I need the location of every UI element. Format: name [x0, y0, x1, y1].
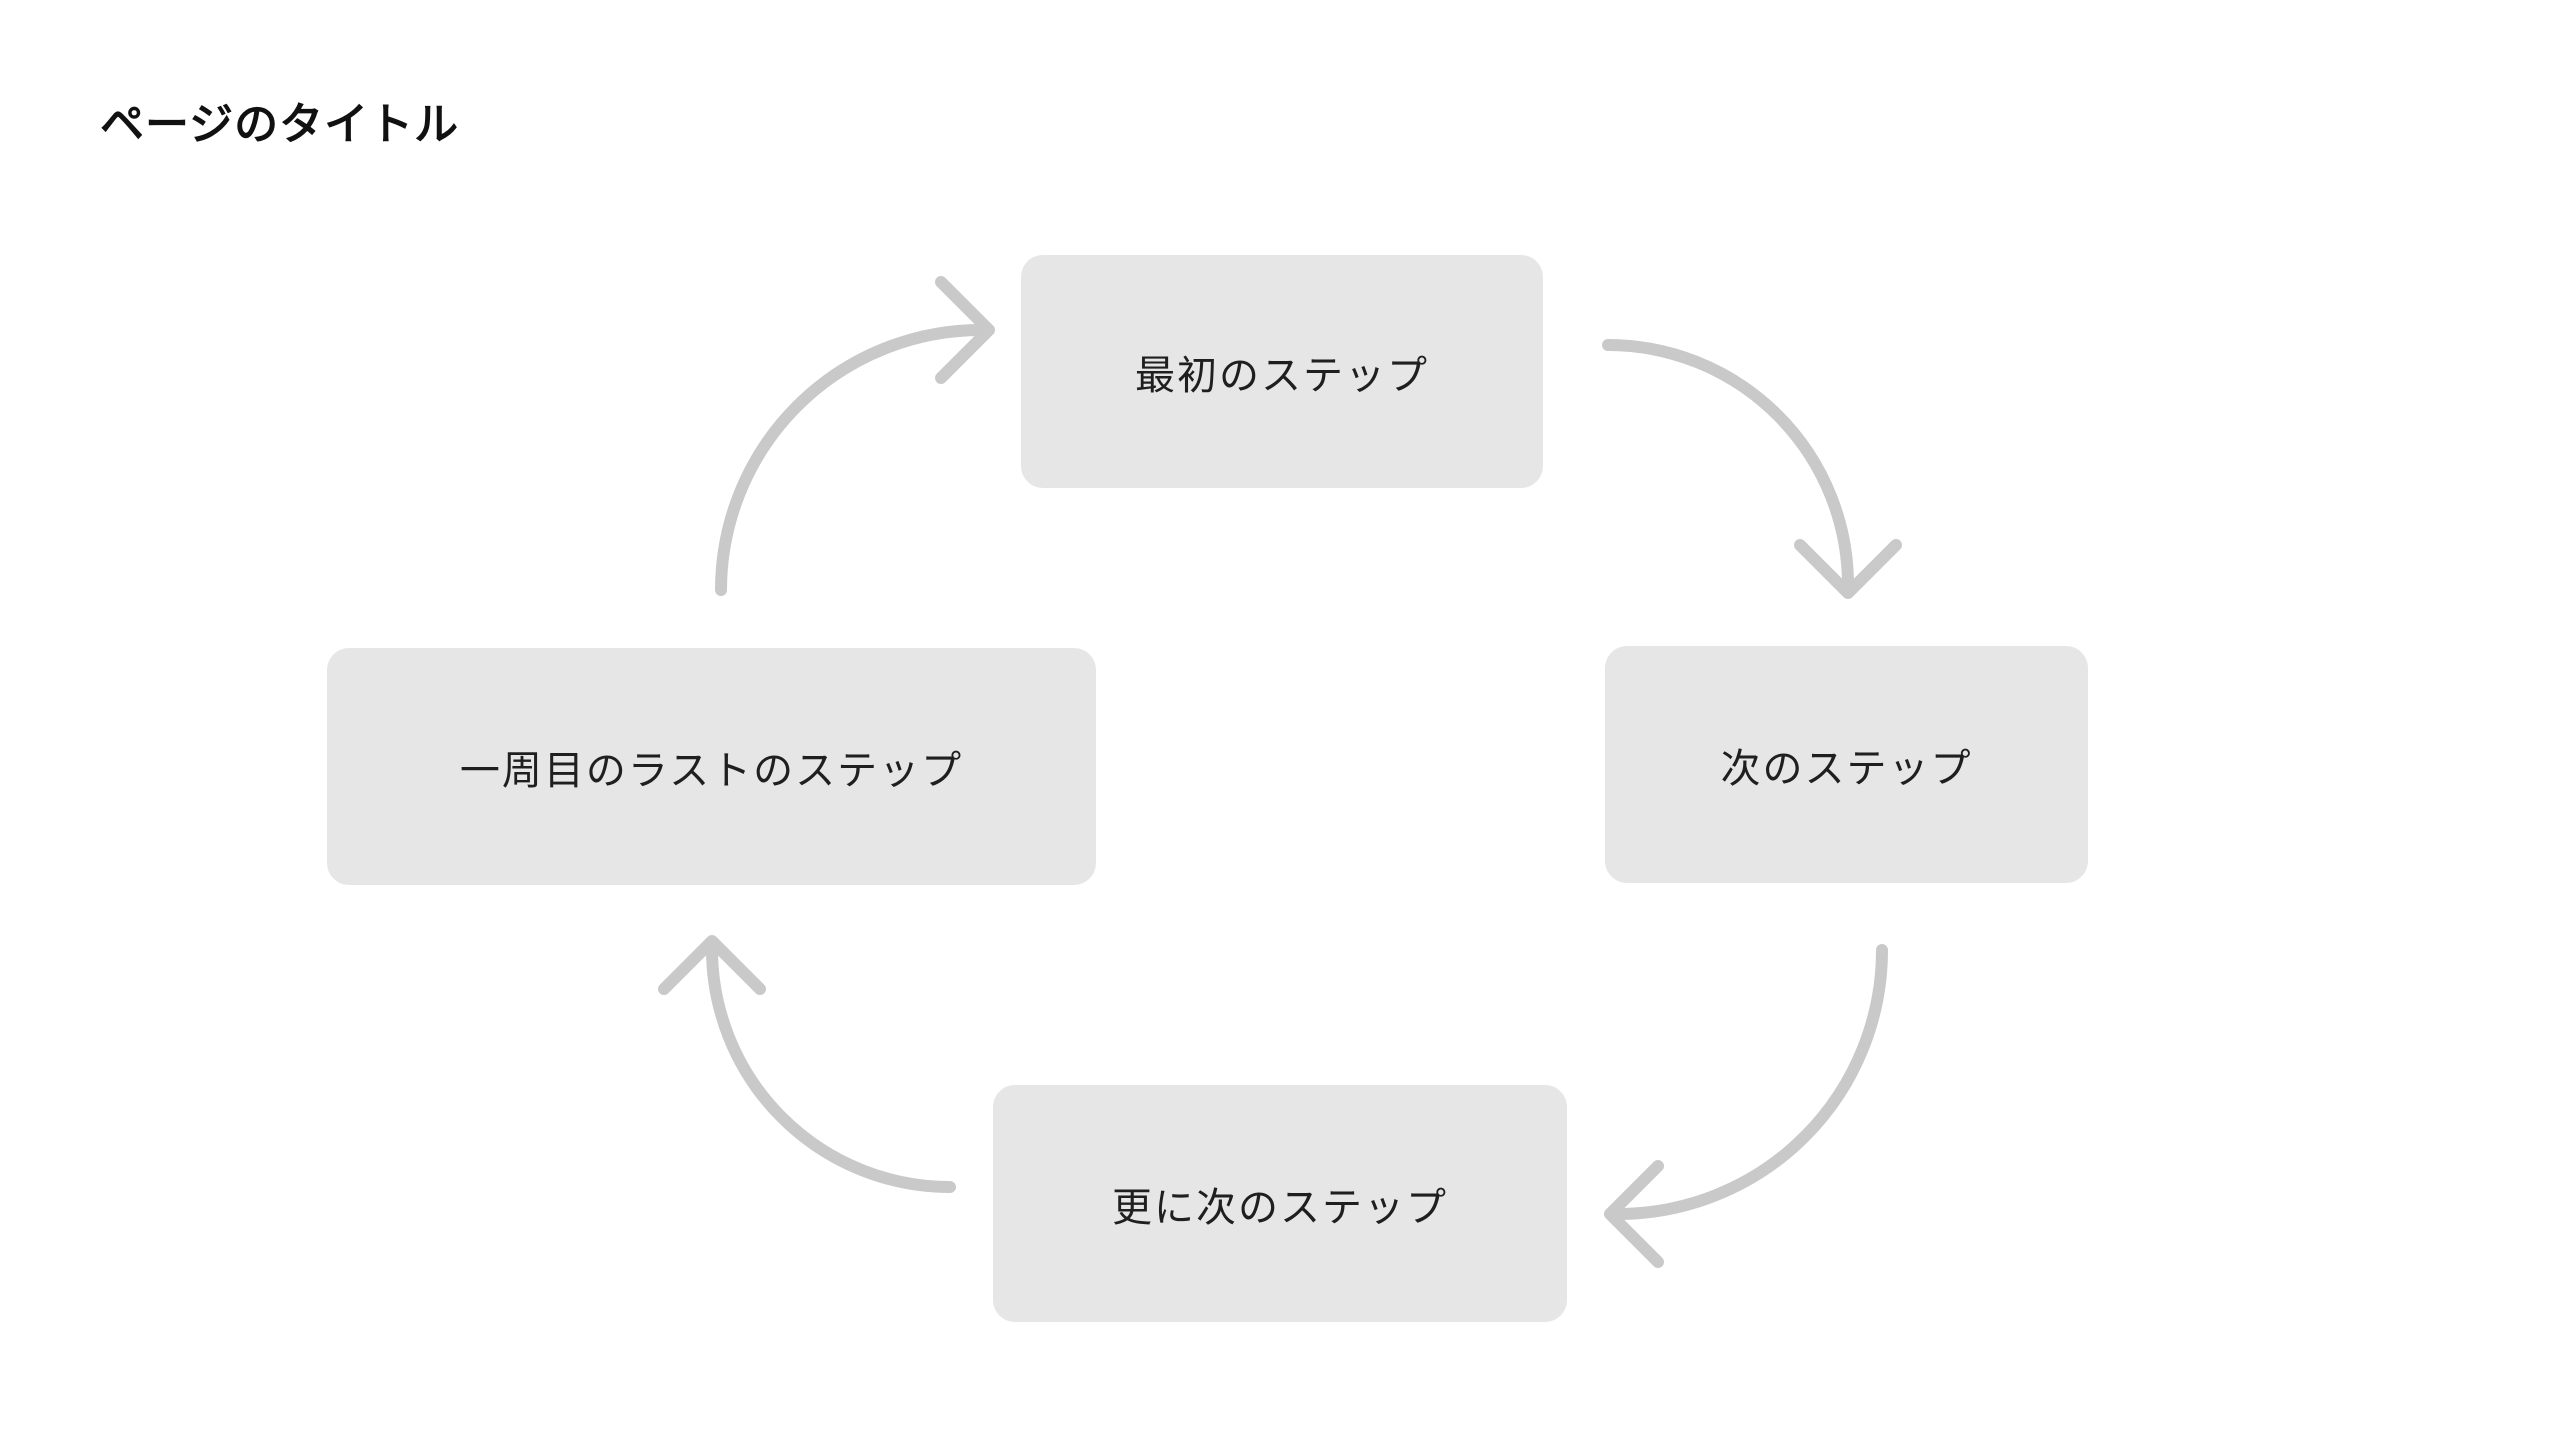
arrowhead-down-icon — [1794, 539, 1902, 599]
cycle-node-next-step[interactable]: 次のステップ — [1605, 646, 2088, 883]
cycle-node-label: 次のステップ — [1720, 746, 1973, 791]
arrowhead-right-icon — [935, 276, 995, 384]
cycle-node-label: 最初のステップ — [1135, 353, 1429, 398]
arrow-top-to-right — [1602, 339, 1902, 599]
arrow-right-to-bottom-curve — [1612, 944, 1888, 1220]
cycle-node-label: 一周目のラストのステップ — [459, 748, 964, 793]
arrow-top-to-right-curve — [1602, 339, 1854, 591]
arrow-bottom-to-left-curve — [706, 943, 956, 1193]
cycle-node-last-step-of-first-loop[interactable]: 一周目のラストのステップ — [327, 648, 1096, 885]
cycle-node-label: 更に次のステップ — [1112, 1185, 1448, 1230]
arrow-left-to-top — [715, 276, 995, 596]
cycle-node-first-step[interactable]: 最初のステップ — [1021, 255, 1543, 488]
arrowhead-up-icon — [658, 935, 766, 995]
arrowhead-left-icon — [1604, 1160, 1664, 1268]
arrow-bottom-to-left — [658, 935, 956, 1193]
cycle-node-further-next-step[interactable]: 更に次のステップ — [993, 1085, 1567, 1322]
arrow-left-to-top-curve — [715, 324, 987, 596]
arrow-right-to-bottom — [1604, 944, 1888, 1268]
page-title: ページのタイトル — [100, 100, 460, 149]
